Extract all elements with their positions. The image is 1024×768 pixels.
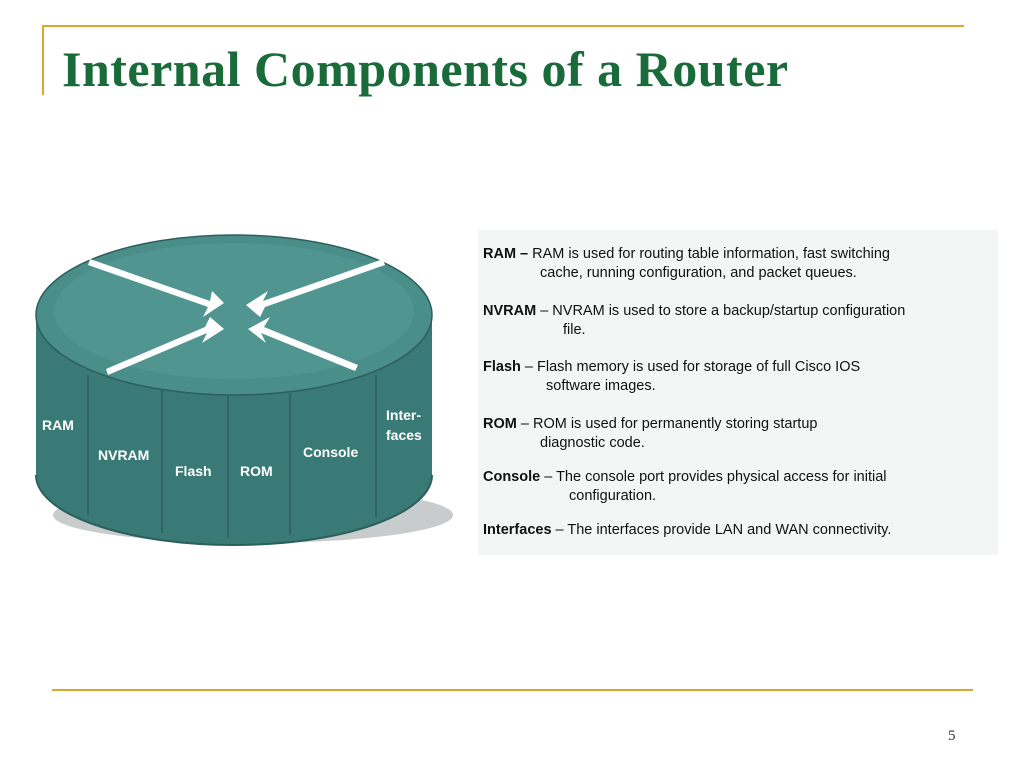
description-separator: – xyxy=(536,303,553,319)
segment-label-flash: Flash xyxy=(175,463,212,479)
segment-label-ram: RAM xyxy=(42,417,74,433)
description-ram: RAM – RAM is used for routing table info… xyxy=(483,245,890,283)
segment-label-rom: ROM xyxy=(240,463,273,479)
description-term: Interfaces xyxy=(483,522,552,538)
description-text-cont: diagnostic code. xyxy=(540,435,645,451)
segment-label-nvram: NVRAM xyxy=(98,447,149,463)
frame-bottom-rule xyxy=(52,689,973,691)
description-term: NVRAM xyxy=(483,303,537,319)
description-interfaces: Interfaces – The interfaces provide LAN … xyxy=(483,521,891,540)
description-text-cont: cache, running configuration, and packet… xyxy=(540,265,857,281)
frame-top-rule xyxy=(42,25,964,27)
arrow-icon-in-left xyxy=(88,259,224,317)
description-term: Console xyxy=(483,469,541,485)
router-top-highlight xyxy=(54,243,414,379)
description-text: ROM is used for permanently storing star… xyxy=(532,416,818,432)
page-number: 5 xyxy=(948,728,956,744)
description-separator: – xyxy=(516,246,533,262)
router-bottom-edge xyxy=(35,474,433,546)
description-nvram: NVRAM – NVRAM is used to store a backup/… xyxy=(483,302,905,340)
description-separator: – xyxy=(520,359,537,375)
description-console: Console – The console port provides phys… xyxy=(483,468,887,506)
segment-label-console: Console xyxy=(303,444,358,460)
description-text-cont: software images. xyxy=(546,378,656,394)
description-term: ROM xyxy=(483,416,517,432)
description-text: NVRAM is used to store a backup/startup … xyxy=(552,303,906,319)
description-text: RAM is used for routing table informatio… xyxy=(532,246,890,262)
slide-title: Internal Components of a Router xyxy=(62,41,789,97)
segment-label-interfaces-2: faces xyxy=(386,427,422,443)
description-panel xyxy=(478,230,998,555)
frame-left-rule xyxy=(42,25,44,95)
description-text: The interfaces provide LAN and WAN conne… xyxy=(567,522,892,538)
router-diagram: RAM NVRAM Flash ROM Console Inter- faces xyxy=(35,234,453,546)
description-text-cont: file. xyxy=(563,322,586,338)
description-text: Flash memory is used for storage of full… xyxy=(537,359,861,375)
arrow-icon-in-right xyxy=(248,317,358,371)
description-flash: Flash – Flash memory is used for storage… xyxy=(483,358,860,396)
router-arrows-icon xyxy=(88,259,385,375)
description-separator: – xyxy=(551,522,568,538)
description-separator: – xyxy=(540,469,557,485)
description-term: Flash xyxy=(483,359,521,375)
description-term: RAM xyxy=(483,246,517,262)
description-text-cont: configuration. xyxy=(569,488,657,504)
arrow-icon-out-left xyxy=(106,317,224,375)
arrow-icon-out-right xyxy=(246,259,385,317)
segment-label-interfaces-1: Inter- xyxy=(386,407,421,423)
description-separator: – xyxy=(516,416,533,432)
description-text: The console port provides physical acces… xyxy=(556,469,887,485)
segment-dividers xyxy=(87,375,377,537)
description-rom: ROM – ROM is used for permanently storin… xyxy=(483,415,817,453)
